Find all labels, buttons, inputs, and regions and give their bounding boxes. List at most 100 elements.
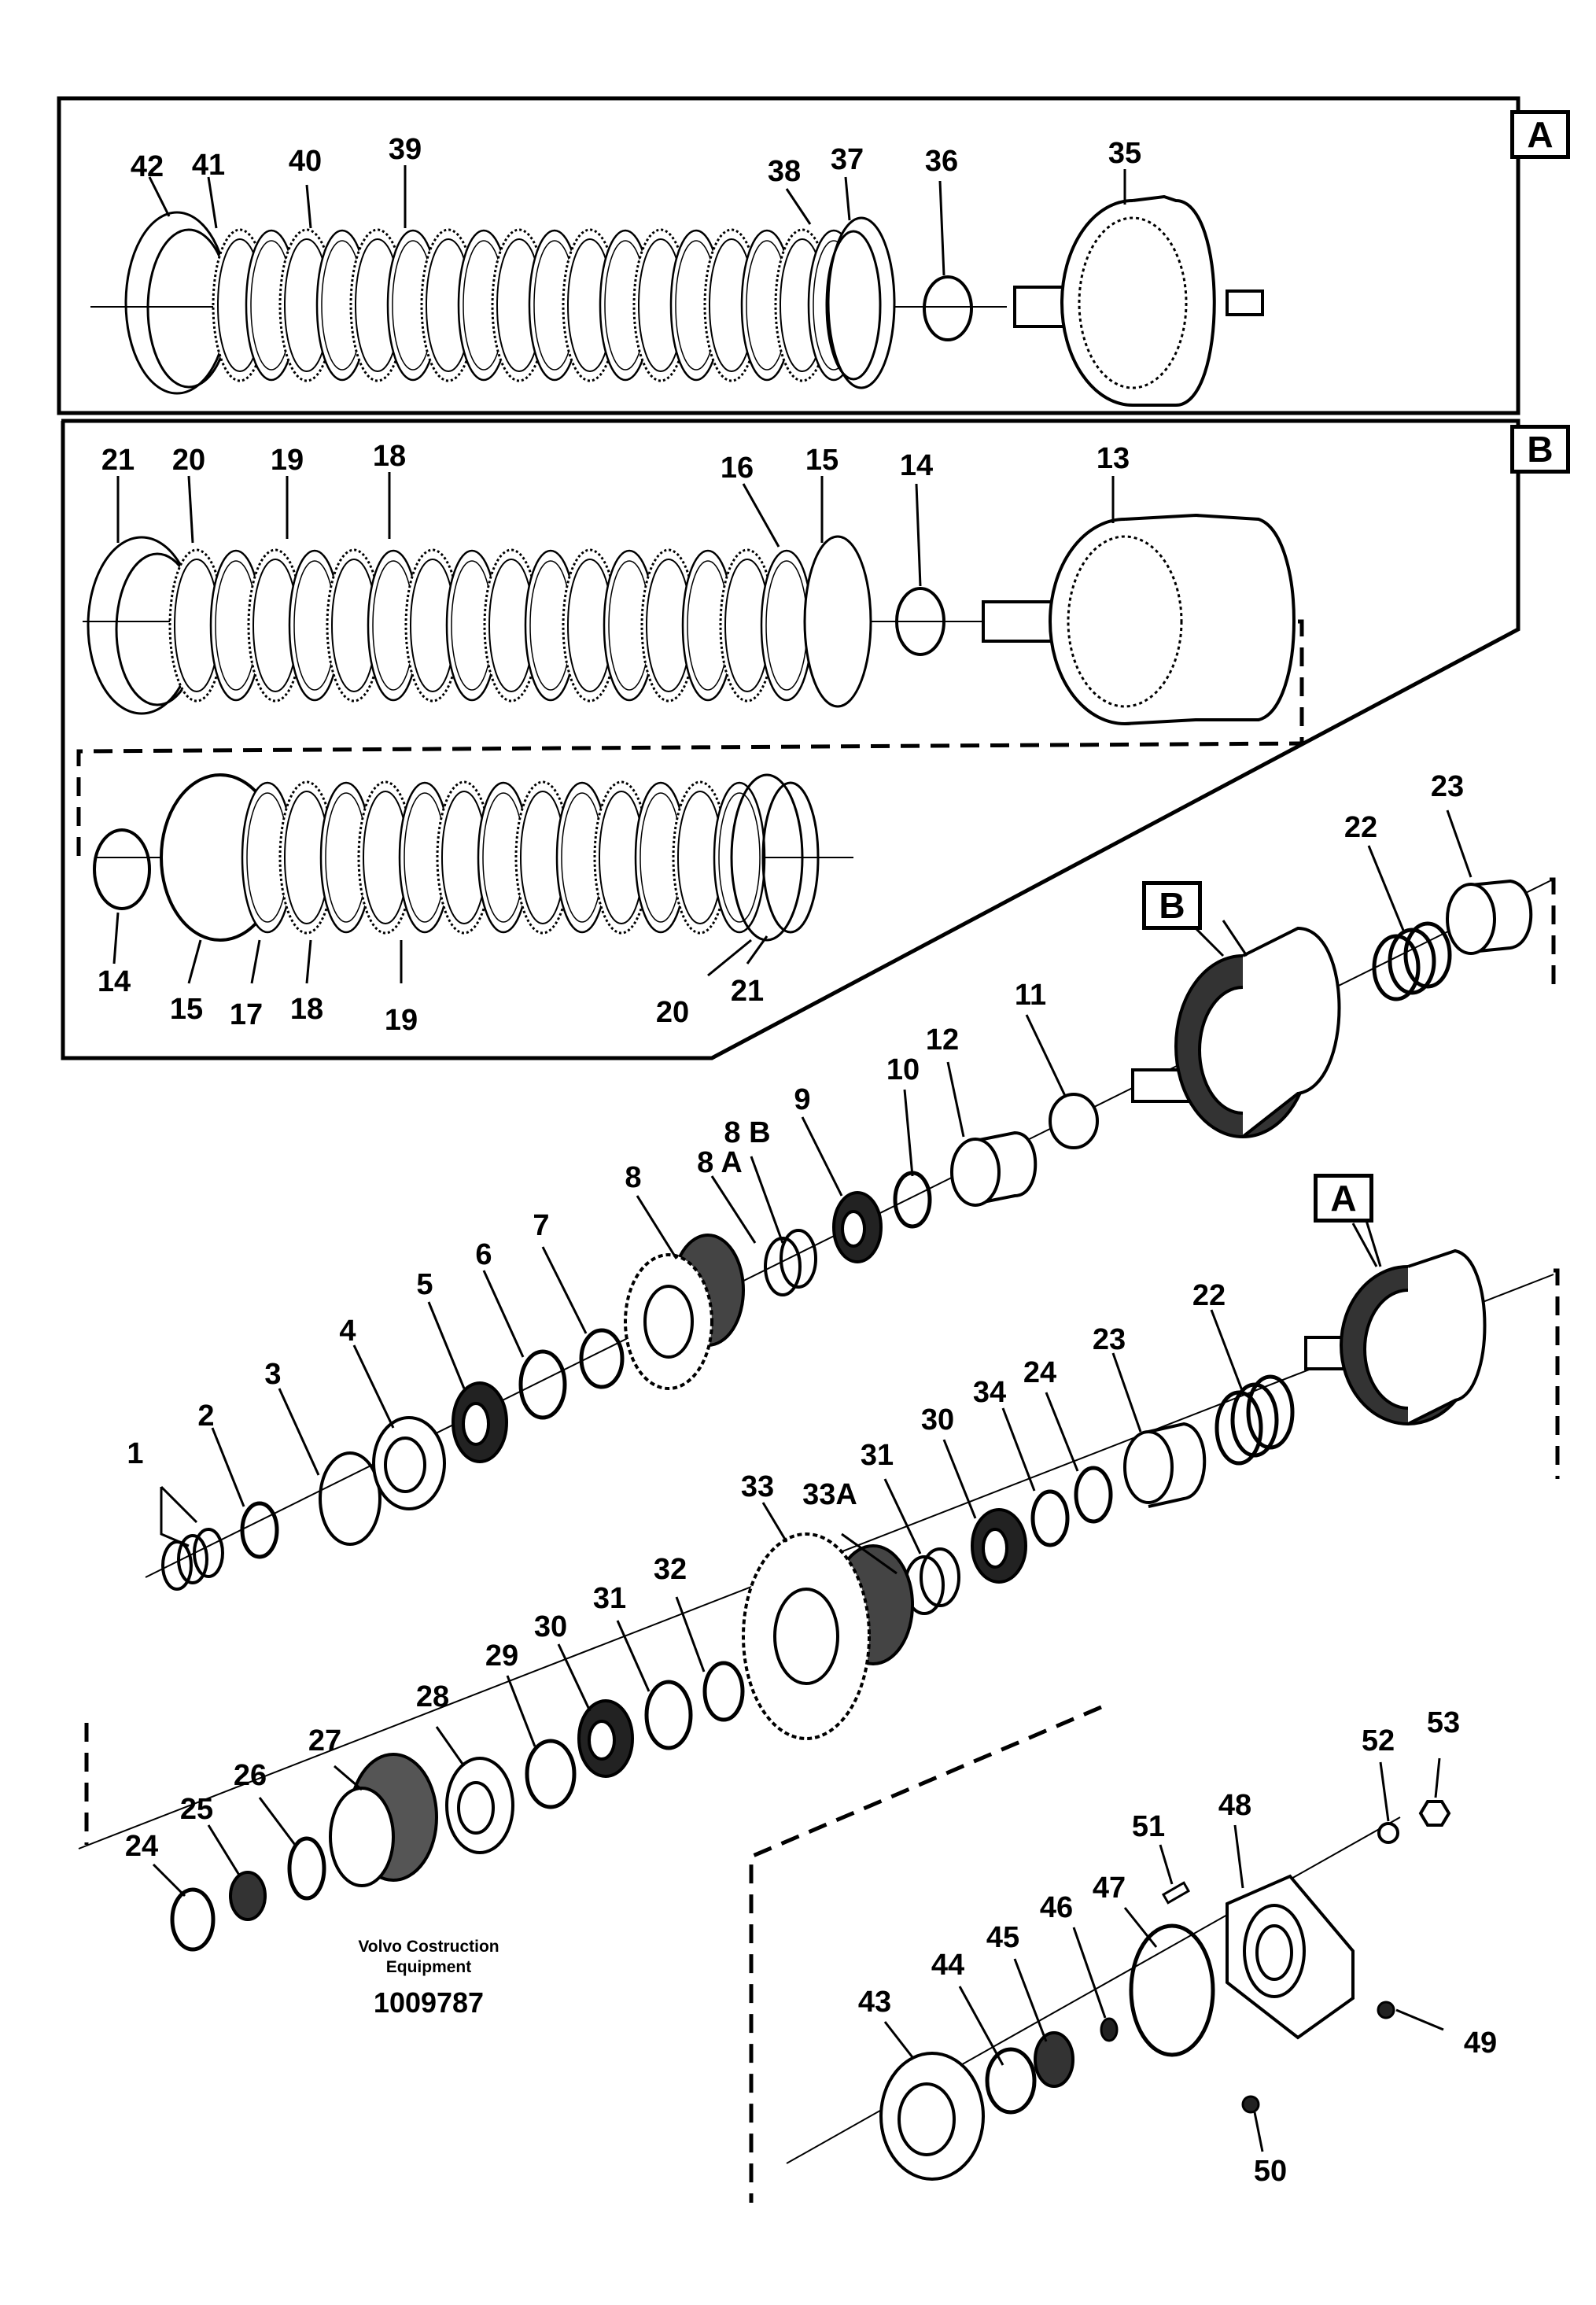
- o-ring-14-lower: [93, 828, 151, 910]
- label-4: 4: [339, 1315, 356, 1348]
- label-44: 44: [931, 1949, 965, 1982]
- cover-link-line: [749, 1705, 1102, 2203]
- panel-b-clutch-pack: [76, 513, 1304, 942]
- label-15-lower: 15: [169, 993, 204, 1026]
- panel-a-clutch-pack: [90, 194, 1264, 407]
- retaining-ring-2: [240, 1501, 279, 1559]
- bearing-28: [445, 1757, 514, 1854]
- label-21-lower: 21: [730, 975, 765, 1008]
- bearing-30: [971, 1508, 1027, 1584]
- panel-b-link-line: [76, 619, 1304, 857]
- clutch-drum-13: [982, 513, 1296, 725]
- outer-frame: [57, 96, 1520, 1060]
- label-1: 1: [127, 1437, 144, 1470]
- pressure-plate-15: [803, 535, 872, 708]
- drawing-part-number: 1009787: [373, 1986, 485, 2019]
- callout-b-shaft: B: [1142, 881, 1202, 930]
- bearing-9: [832, 1191, 883, 1263]
- label-31: 31: [860, 1439, 894, 1472]
- label-27: 27: [308, 1724, 342, 1757]
- label-11: 11: [1014, 979, 1047, 1012]
- washer-6: [518, 1349, 567, 1420]
- o-ring-14: [895, 587, 945, 656]
- label-42: 42: [130, 150, 164, 183]
- label-13: 13: [1096, 442, 1130, 475]
- washer-29: [525, 1739, 577, 1809]
- plug-49: [1377, 2001, 1395, 2019]
- washer-7: [579, 1328, 625, 1389]
- cover-48: [1226, 1874, 1355, 2040]
- label-23-middle: 23: [1092, 1323, 1126, 1356]
- label-33A: 33A: [802, 1478, 857, 1511]
- label-48: 48: [1218, 1789, 1252, 1822]
- label-29: 29: [485, 1639, 519, 1673]
- disc-stack-b-lower: [241, 780, 766, 935]
- disc-stack-a: [212, 228, 861, 382]
- bushing-23-b: [1123, 1422, 1207, 1508]
- bushing-23: [1446, 879, 1533, 955]
- label-15: 15: [805, 444, 839, 477]
- seal-45: [1034, 2031, 1074, 2088]
- label-31-lower: 31: [592, 1582, 627, 1615]
- label-40: 40: [288, 145, 323, 178]
- upper-shaft-assembly: [145, 877, 1556, 1591]
- thrust-washer-11: [1049, 1093, 1099, 1149]
- label-49: 49: [1463, 2027, 1498, 2060]
- label-28: 28: [415, 1680, 450, 1713]
- label-9: 9: [794, 1083, 811, 1116]
- label-16: 16: [720, 452, 754, 485]
- spring-8A-8B: [764, 1229, 817, 1296]
- upper-link-line: [1550, 877, 1556, 987]
- manufacturer-line-1: Volvo Costruction: [358, 1938, 499, 1956]
- drum-a-housing: [1304, 1248, 1487, 1425]
- pressure-plate-37: [825, 216, 896, 389]
- label-20: 20: [171, 444, 206, 477]
- plug-50: [1241, 2095, 1260, 2114]
- label-19: 19: [270, 444, 304, 477]
- washer-24: [1074, 1466, 1113, 1524]
- label-7: 7: [533, 1209, 550, 1242]
- washer-31: [644, 1680, 693, 1750]
- middle-link-line: [1554, 1268, 1560, 1479]
- label-10: 10: [886, 1053, 920, 1086]
- label-26: 26: [233, 1759, 267, 1792]
- label-18: 18: [372, 440, 407, 473]
- washer-26: [287, 1836, 326, 1901]
- plug-49-leader: [1395, 2008, 1444, 2031]
- leader-lines: [112, 165, 1473, 2152]
- pin-51: [1161, 1881, 1191, 1905]
- label-23: 23: [1430, 770, 1465, 803]
- nut-53: [1418, 1800, 1451, 1827]
- snap-ring-3: [319, 1451, 381, 1546]
- middle-shaft-assembly: [78, 1248, 1560, 1952]
- manufacturer-line-2: Equipment: [385, 1958, 472, 1976]
- label-17: 17: [229, 998, 264, 1031]
- callout-b-panel: B: [1510, 425, 1570, 474]
- bearing-5: [452, 1381, 508, 1463]
- gasket-47: [1129, 1923, 1215, 2057]
- label-30: 30: [920, 1403, 955, 1436]
- label-24: 24: [1023, 1356, 1057, 1389]
- label-43: 43: [857, 1986, 892, 2019]
- label-22-middle: 22: [1192, 1279, 1226, 1312]
- bearing-43: [879, 2052, 985, 2181]
- gear-27: [329, 1753, 438, 1887]
- label-32: 32: [653, 1553, 687, 1586]
- label-30-lower: 30: [533, 1610, 568, 1643]
- retaining-ring-24: [170, 1887, 216, 1952]
- label-12: 12: [925, 1023, 960, 1057]
- bearing-25: [229, 1871, 267, 1921]
- bearing-30-b: [577, 1699, 634, 1778]
- washer-10: [893, 1171, 932, 1229]
- gear-33: [742, 1532, 914, 1740]
- washer-44: [985, 2047, 1037, 2115]
- label-8: 8: [625, 1161, 642, 1194]
- manufacturer-name: Volvo Costruction Equipment: [271, 1937, 586, 1978]
- label-2: 2: [197, 1400, 215, 1433]
- label-50: 50: [1253, 2155, 1288, 2188]
- snap-ring-21-lower: [730, 773, 820, 942]
- disc-stack-b: [168, 548, 813, 703]
- label-3: 3: [264, 1358, 282, 1391]
- washer-32: [702, 1661, 745, 1722]
